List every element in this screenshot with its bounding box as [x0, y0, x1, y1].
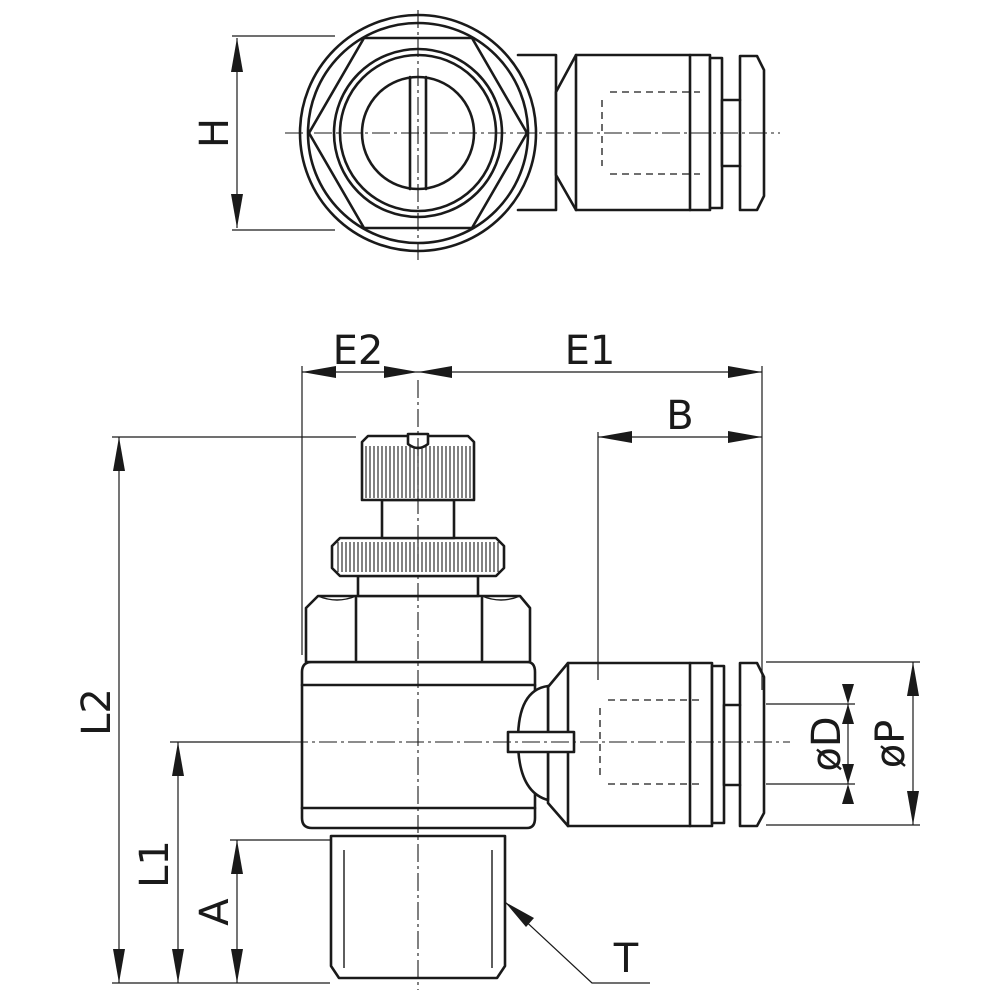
label-p: øP — [868, 720, 914, 769]
label-l2: L2 — [74, 688, 120, 736]
front-view — [290, 380, 790, 990]
front-view-fitting-ring — [710, 664, 726, 825]
front-view-release-collet — [722, 661, 766, 828]
label-e1: E1 — [565, 328, 616, 374]
front-view-adjust-knob-knurl — [365, 446, 471, 498]
leader-t — [504, 901, 650, 984]
label-t: T — [613, 936, 639, 982]
front-view-lock-nut-knurl — [337, 542, 499, 572]
dimensions: E2 E1 B L2 L1 A øD — [74, 328, 920, 984]
label-a: A — [192, 898, 238, 926]
label-d: øD — [804, 716, 850, 771]
label-b: B — [666, 393, 693, 439]
label-h: H — [192, 118, 238, 148]
top-view: H — [192, 10, 780, 262]
label-e2: E2 — [333, 328, 384, 374]
top-view-hidden-bore — [601, 91, 700, 175]
front-view-hidden-bore — [599, 699, 700, 785]
label-l1: L1 — [132, 840, 178, 888]
